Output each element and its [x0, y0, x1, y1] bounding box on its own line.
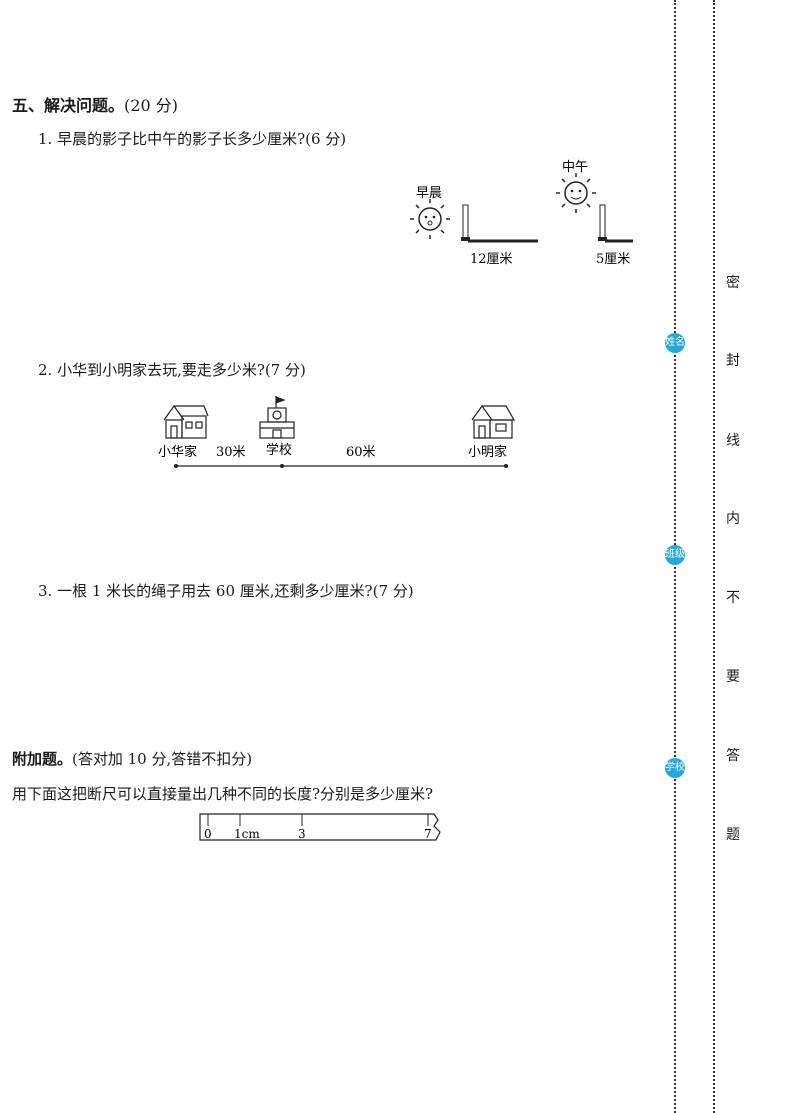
school-icon	[259, 396, 295, 439]
place-b-label: 学校	[266, 442, 292, 458]
q2-figure: 小华家 30米 学校 60米 小明家	[158, 394, 520, 476]
question-2: 2. 小华到小明家去玩,要走多少米?(7 分)	[38, 361, 306, 379]
seal-char-3: 线	[726, 433, 740, 449]
place-a-label: 小华家	[158, 444, 197, 460]
section-points: (20 分)	[124, 96, 178, 115]
seal-char-5: 不	[726, 590, 740, 606]
bonus-title: 附加题。	[12, 750, 73, 768]
seal-char-2: 封	[726, 353, 740, 369]
morning-sun-icon	[410, 199, 450, 239]
morning-shadow-label: 12厘米	[470, 252, 513, 267]
section-title-text: 五、解决问题。	[12, 96, 125, 115]
q1-figure: 早晨 12厘米 中午 5厘米	[408, 155, 640, 271]
ruler-label-3: 3	[298, 827, 306, 841]
seal-char-4: 内	[726, 511, 740, 527]
name-badge: 姓名	[665, 333, 685, 353]
seg-a-label: 30米	[216, 445, 246, 460]
house-icon-2	[471, 404, 516, 439]
section-title: 五、解决问题。(20 分)	[12, 92, 178, 116]
question-1: 1. 早晨的影子比中午的影子长多少厘米?(6 分)	[38, 130, 347, 148]
seal-char-8: 题	[726, 827, 740, 843]
house-icon	[163, 404, 209, 439]
seal-char-1: 密	[726, 275, 740, 291]
noon-sun-icon	[556, 173, 596, 213]
place-c-label: 小明家	[468, 444, 507, 460]
seal-dotted-line-right	[713, 0, 715, 1113]
broken-ruler: 0 1cm 3 7	[198, 812, 450, 846]
bonus-question: 用下面这把断尺可以直接量出几种不同的长度?分别是多少厘米?	[12, 785, 434, 803]
bonus-note: (答对加 10 分,答错不扣分)	[72, 750, 253, 768]
school-badge: 学校	[665, 758, 685, 778]
seal-char-6: 要	[726, 669, 740, 685]
seal-char-7: 答	[726, 748, 740, 764]
ruler-label-0: 0	[204, 827, 212, 841]
question-3: 3. 一根 1 米长的绳子用去 60 厘米,还剩多少厘米?(7 分)	[38, 582, 414, 600]
class-badge: 班级	[665, 545, 685, 565]
morning-label: 早晨	[416, 186, 442, 201]
noon-shadow-label: 5厘米	[596, 252, 630, 267]
ruler-label-7: 7	[424, 827, 432, 841]
bonus-title-row: 附加题。(答对加 10 分,答错不扣分)	[12, 748, 252, 769]
ruler-label-1cm: 1cm	[234, 827, 260, 841]
seg-b-label: 60米	[346, 445, 376, 460]
noon-label: 中午	[562, 160, 588, 175]
